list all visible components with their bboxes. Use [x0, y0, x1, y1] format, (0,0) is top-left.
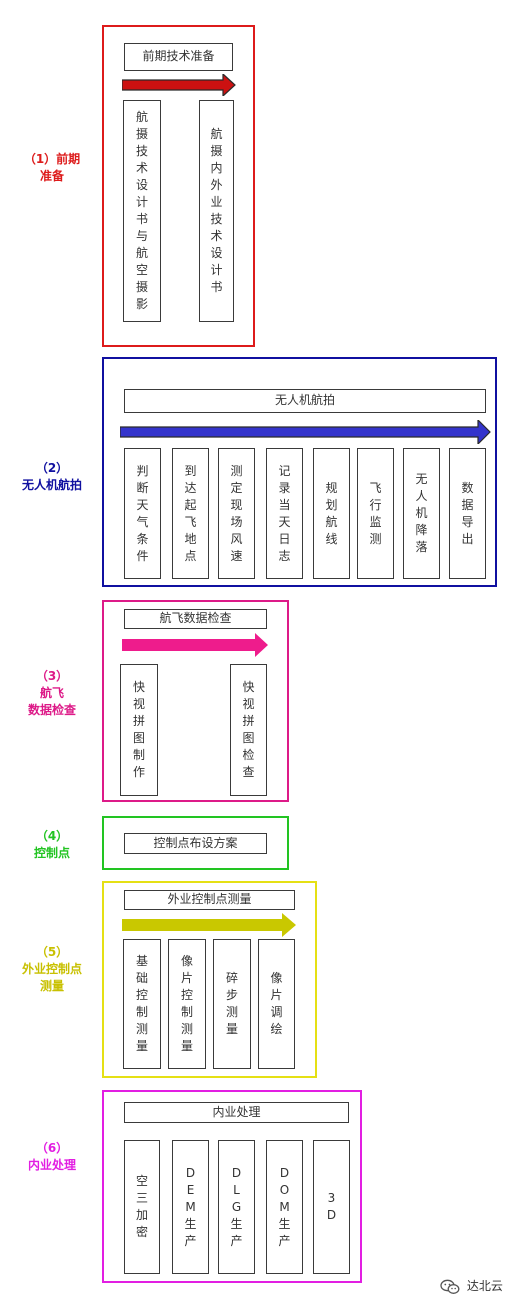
stage-3-label-line-1: （3） [35, 669, 69, 683]
stage-2-box [102, 357, 497, 587]
stage-2-step-5-text: 规划航线 [325, 480, 338, 546]
stage-3-box [102, 600, 289, 802]
stage-1-title: 前期技术准备 [124, 43, 233, 71]
stage-6-step-5-text: 3D [326, 1191, 337, 1222]
stage-2-step-8-text: 数据导出 [461, 480, 474, 546]
stage-2-arrow [120, 420, 491, 444]
stage-5-box [102, 881, 317, 1078]
stage-5-step-4-text: 像片调绘 [270, 971, 283, 1036]
stage-4-label: （4） 控制点 [0, 828, 104, 862]
stage-6-step-5: 3D [313, 1140, 350, 1274]
stage-3-step-1: 快视拼图制作 [120, 664, 158, 796]
stage-6-label-line-1: （6） [35, 1141, 69, 1155]
stage-2-step-5: 规划航线 [313, 448, 350, 579]
stage-2-step-3-text: 测定现场风速 [230, 463, 243, 563]
stage-2-step-8: 数据导出 [449, 448, 486, 579]
stage-2-step-2-text: 到达起飞地点 [184, 463, 197, 563]
stage-5-label: （5） 外业控制点 测量 [0, 944, 104, 995]
stage-2-step-4: 记录当天日志 [266, 448, 303, 579]
stage-5-step-1: 基础控制测量 [123, 939, 161, 1069]
stage-2-step-6-text: 飞行监测 [369, 480, 382, 546]
stage-2-step-3: 测定现场风速 [218, 448, 255, 579]
stage-2-label-line-2: 无人机航拍 [21, 478, 82, 492]
stage-6-label-line-2: 内业处理 [27, 1158, 76, 1172]
stage-3-arrow [122, 633, 268, 657]
stage-1-step-2-text: 航摄内外业技术设计书 [210, 127, 223, 294]
stage-1-label-line-2: 准备 [39, 169, 64, 183]
stage-5-step-1-text: 基础控制测量 [135, 954, 148, 1053]
stage-3-label: （3） 航飞 数据检查 [0, 668, 104, 719]
stage-2-step-2: 到达起飞地点 [172, 448, 209, 579]
stage-2-title: 无人机航拍 [124, 389, 486, 413]
stage-5-step-3-text: 碎步测量 [225, 971, 238, 1036]
stage-5-title: 外业控制点测量 [124, 890, 295, 910]
stage-1-arrow [122, 74, 236, 96]
stage-4-title: 控制点布设方案 [124, 833, 267, 854]
stage-4-label-line-2: 控制点 [33, 846, 70, 860]
stage-6-title: 内业处理 [124, 1102, 349, 1123]
stage-4-box [102, 816, 289, 870]
stage-2-step-1: 判断天气条件 [124, 448, 161, 579]
stage-5-label-line-3: 测量 [39, 979, 64, 993]
stage-6-step-3: DLG生产 [218, 1140, 255, 1274]
stage-4-label-line-1: （4） [35, 829, 69, 843]
stage-2-step-7-text: 无人机降落 [415, 472, 428, 554]
stage-6-label: （6） 内业处理 [0, 1140, 104, 1174]
stage-6-step-2: DEM生产 [172, 1140, 209, 1274]
stage-3-title: 航飞数据检查 [124, 609, 267, 629]
stage-5-step-4: 像片调绘 [258, 939, 295, 1069]
stage-5-step-3: 碎步测量 [213, 939, 251, 1069]
stage-3-step-2-text: 快视拼图检查 [242, 680, 255, 779]
stage-6-step-1-text: 空三加密 [135, 1174, 148, 1239]
stage-2-label-line-1: （2） [35, 461, 69, 475]
stage-2-step-4-text: 记录当天日志 [278, 463, 291, 563]
stage-1-label-line-1: （1）前期 [23, 152, 81, 166]
stage-3-step-2: 快视拼图检查 [230, 664, 267, 796]
stage-6-step-3-text: DLG生产 [230, 1165, 243, 1248]
stage-1-step-2: 航摄内外业技术设计书 [199, 100, 234, 322]
stage-2-step-6: 飞行监测 [357, 448, 394, 579]
stage-1-label: （1）前期 准备 [0, 151, 104, 185]
stage-5-label-line-1: （5） [35, 945, 69, 959]
stage-3-label-line-2: 航飞 [39, 686, 64, 700]
stage-1-box [102, 25, 255, 347]
stage-2-step-7: 无人机降落 [403, 448, 440, 579]
watermark-text: 达北云 [466, 1279, 503, 1293]
stage-5-step-2-text: 像片控制测量 [180, 954, 193, 1053]
stage-5-arrow [122, 913, 296, 937]
watermark: 达北云 [440, 1276, 520, 1296]
stage-2-step-1-text: 判断天气条件 [136, 463, 149, 563]
stage-6-step-1: 空三加密 [124, 1140, 160, 1274]
wechat-icon [440, 1279, 460, 1294]
stage-5-step-2: 像片控制测量 [168, 939, 206, 1069]
stage-2-label: （2） 无人机航拍 [0, 460, 104, 494]
stage-6-step-4: DOM生产 [266, 1140, 303, 1274]
stage-3-label-line-3: 数据检查 [27, 703, 76, 717]
stage-5-label-line-2: 外业控制点 [21, 962, 82, 976]
stage-1-step-1-text: 航摄技术设计书与航空摄影 [135, 110, 148, 311]
stage-6-step-4-text: DOM生产 [278, 1165, 291, 1248]
stage-6-box [102, 1090, 362, 1283]
stage-1-step-1: 航摄技术设计书与航空摄影 [123, 100, 161, 322]
stage-3-step-1-text: 快视拼图制作 [132, 680, 145, 779]
stage-6-step-2-text: DEM生产 [184, 1165, 197, 1248]
